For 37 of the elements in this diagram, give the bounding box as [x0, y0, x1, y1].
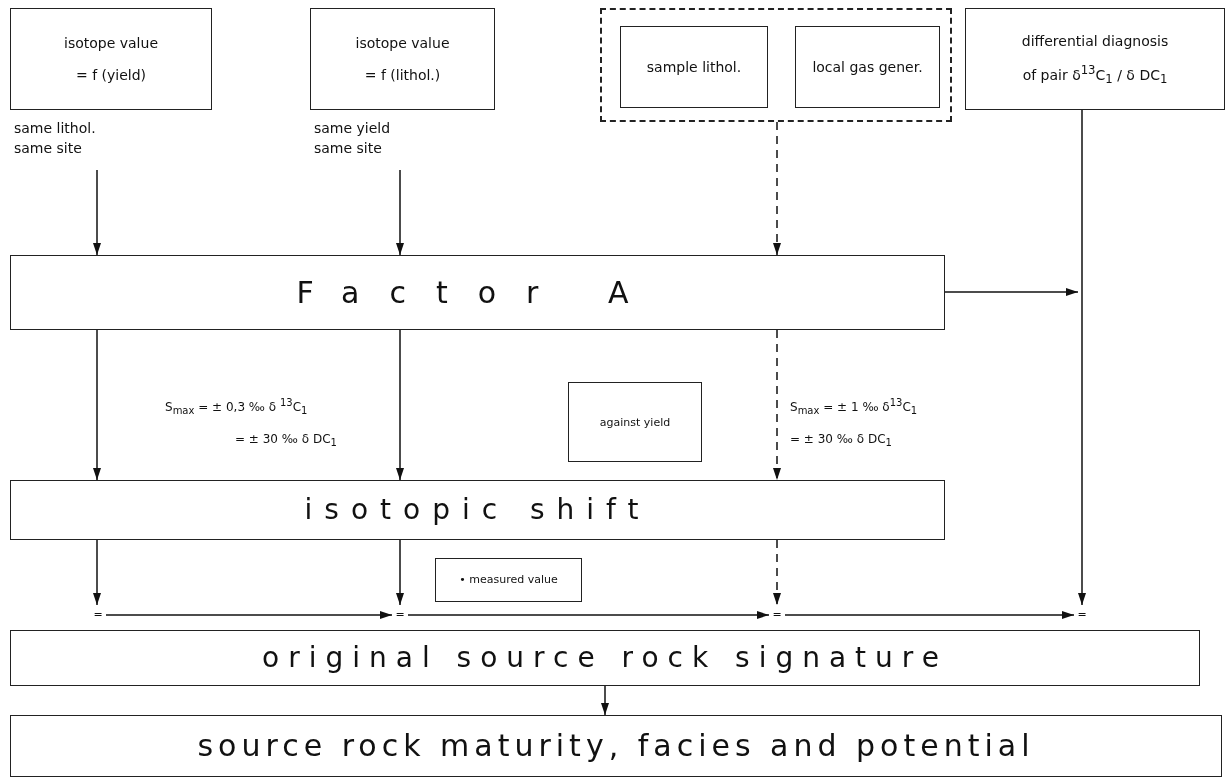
condition-note: same lithol. same site — [14, 119, 97, 159]
arrow — [944, 288, 1079, 296]
process-box: • measured value — [435, 558, 582, 602]
process-box: isotope value = f (yield) — [10, 8, 212, 110]
arrow — [93, 329, 101, 481]
process-box: isotopic shift — [10, 480, 945, 540]
tolerance-note: S$_{max}$ = ± 0,3 ‰ δ $^{13}$C$_{1}$ — [165, 397, 308, 417]
arrow — [407, 611, 770, 619]
arrow — [601, 685, 609, 716]
arrow — [773, 539, 781, 606]
tolerance-note: = ± 30 ‰ δ DC$_{1}$ — [235, 432, 337, 449]
equals-sign: = — [392, 605, 408, 625]
arrow — [784, 611, 1075, 619]
equals-sign: = — [769, 605, 785, 625]
dashed-group-box — [600, 8, 952, 122]
process-box: Factor A — [10, 255, 945, 330]
arrow — [396, 329, 404, 481]
process-box: original source rock signature — [10, 630, 1200, 686]
equals-sign: = — [1074, 605, 1090, 625]
process-box: sample lithol. — [620, 26, 768, 108]
tolerance-note: S$_{max}$ = ± 1 ‰ δ$^{13}$C$_{1}$ — [790, 397, 918, 417]
process-box: local gas gener. — [795, 26, 940, 108]
process-box: differential diagnosis of pair δ$^{13}$C$_{1}$ / δ DC$_{1}$ — [965, 8, 1225, 110]
tolerance-note: = ± 30 ‰ δ DC$_{1}$ — [790, 432, 892, 449]
process-box: isotope value = f (lithol.) — [310, 8, 495, 110]
arrow — [105, 611, 393, 619]
condition-note: same yield same site — [314, 119, 392, 159]
equals-sign: = — [90, 605, 106, 625]
arrow — [1078, 109, 1086, 606]
process-box: against yield — [568, 382, 702, 462]
arrow — [93, 539, 101, 606]
arrow — [396, 169, 404, 256]
process-box: source rock maturity, facies and potential — [10, 715, 1222, 777]
arrow — [773, 329, 781, 481]
arrow — [396, 539, 404, 606]
arrow — [93, 169, 101, 256]
arrow — [773, 121, 781, 256]
